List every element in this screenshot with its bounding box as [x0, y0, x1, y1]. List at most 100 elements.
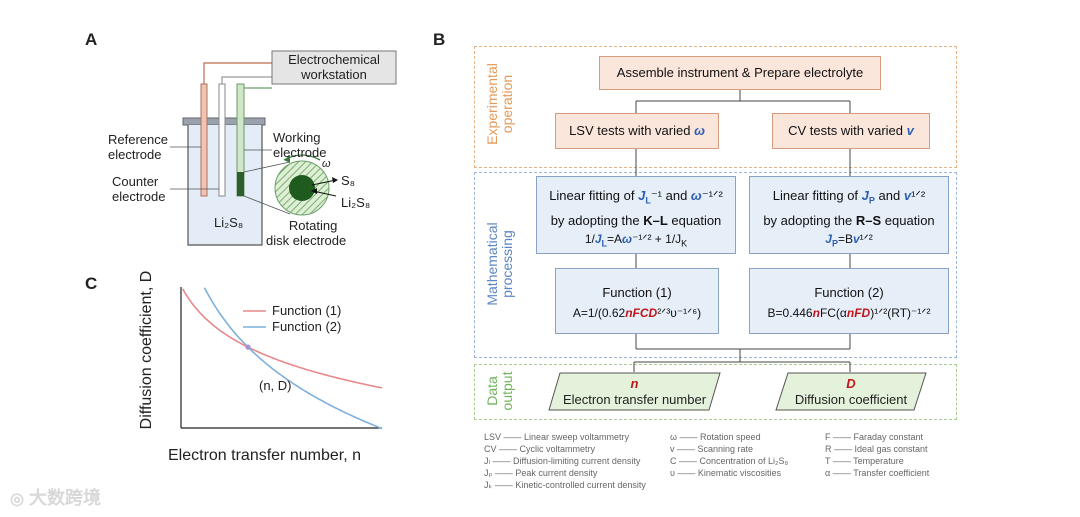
counter-line-1: Counter — [112, 174, 159, 189]
chart-xlabel: Electron transfer number, n — [168, 447, 361, 464]
function-1-formula: A=1/(0.62nFCD²ᐟ³υ⁻¹ᐟ⁶) — [556, 303, 718, 324]
fit-left-formula: 1/JL=Aω⁻¹ᐟ² + 1/JK — [537, 230, 735, 253]
fit-right-line-2: by adopting the R–S equation — [750, 211, 948, 230]
intersection-label: (n, D) — [259, 378, 292, 393]
cv-var: v — [906, 123, 914, 138]
lsv-box: LSV tests with varied ω — [555, 113, 719, 149]
legend-item: α —— Transfer coefficient — [825, 468, 930, 478]
panel-a-letter: A — [85, 30, 98, 49]
working-line-1: Working — [273, 130, 321, 145]
legend-item: F —— Faraday constant — [825, 432, 924, 442]
cv-text: CV tests with varied — [788, 123, 907, 138]
fl-fa: 1/ — [584, 231, 595, 246]
fl-l1b: ⁻¹ and — [650, 188, 691, 203]
panel-c-letter: C — [85, 274, 98, 293]
fl-fk: K — [681, 237, 688, 248]
workstation-line-1: Electrochemical — [288, 52, 380, 67]
fit-left-line-2: by adopting the K–L equation — [537, 211, 735, 230]
fl-jl-sub: L — [645, 195, 651, 206]
f2-n: n — [812, 306, 820, 320]
legend-column-1: LSV —— Linear sweep voltammetry CV —— Cy… — [484, 431, 646, 491]
omega-label: ω — [322, 158, 331, 170]
fl-l2a: by adopting the — [550, 212, 644, 228]
fl-fjl-sub: L — [601, 237, 608, 248]
lsv-text: LSV tests with varied — [569, 123, 695, 138]
fr-fb: =B — [837, 231, 853, 246]
lsv-var: ω — [694, 123, 705, 138]
series-function-1-line — [181, 288, 383, 389]
fl-l1a: Linear fitting of — [549, 188, 639, 203]
fr-l2b: equation — [881, 212, 935, 228]
legend-item: Jₚ —— Peak current density — [484, 468, 598, 478]
rotating-line-1: Rotating — [288, 218, 338, 233]
fr-l1a: Linear fitting of — [772, 188, 862, 203]
fr-jp-sub: P — [868, 195, 875, 206]
function-2-box: Function (2) B=0.446nFC(αnFD)¹ᐟ²(RT)⁻¹ᐟ² — [749, 268, 949, 334]
fit-right-box: Linear fitting of JP and v¹ᐟ² by adoptin… — [749, 176, 949, 254]
output-right-shape — [775, 372, 927, 411]
fr-v: v — [903, 188, 912, 203]
fr-fjp: J — [825, 231, 832, 246]
function-1-title: Function (1) — [602, 285, 672, 300]
f2-b: FC(α — [819, 306, 847, 320]
section-experimental-frame — [474, 46, 957, 168]
fl-fw: ω — [622, 231, 633, 246]
output-left-shape — [548, 372, 721, 411]
workstation-line-2: workstation — [301, 67, 367, 82]
fr-l1c: ¹ᐟ² — [911, 188, 926, 203]
fr-l2a: by adopting the — [763, 212, 856, 228]
f1-nfcd: nFCD — [625, 306, 658, 320]
legend-function-1: Function (1) — [272, 303, 342, 318]
section-mathematical-frame — [474, 172, 957, 358]
function-2-title: Function (2) — [814, 285, 884, 300]
panel-a-diagram — [170, 50, 397, 246]
fr-fv: v — [852, 231, 860, 246]
legend-item: v —— Scanning rate — [670, 444, 754, 454]
rotating-disk-label: Rotating disk electrode — [266, 218, 346, 248]
legend-item: Jₗ —— Diffusion-limiting current density — [484, 456, 641, 466]
reference-line-1: Reference — [108, 132, 168, 147]
watermark-logo-icon: ◎ — [10, 491, 24, 508]
legend-item: ω —— Rotation speed — [670, 432, 761, 442]
legend-item: Jₖ —— Kinetic-controlled current density — [484, 480, 646, 490]
legend-function-2: Function (2) — [272, 319, 342, 334]
series-function-2-line — [203, 287, 383, 430]
li2s8-label: Li₂S₈ — [341, 195, 371, 210]
function-1-box: Function (1) A=1/(0.62nFCD²ᐟ³υ⁻¹ᐟ⁶) — [555, 268, 719, 334]
legend-item: υ —— Kinematic viscosities — [670, 468, 781, 478]
panel-c-chart — [180, 287, 383, 430]
output-right-var: D — [846, 376, 856, 391]
fl-w: ω — [690, 188, 702, 203]
fl-fc: ⁻¹ᐟ² + 1/J — [632, 231, 682, 246]
fl-l1c: ⁻¹ᐟ² — [701, 188, 723, 203]
fit-right-line-1: Linear fitting of JP and v¹ᐟ² — [750, 186, 948, 211]
working-electrode-label: Working electrode — [273, 130, 326, 160]
panel-b-letter: B — [433, 30, 446, 49]
section-data-frame — [474, 364, 957, 420]
f2-nfd: nFD — [846, 306, 871, 320]
watermark: ◎ 大数跨境 — [10, 484, 101, 510]
rotating-line-2: disk electrode — [266, 233, 347, 248]
counter-electrode-label: Counter electrode — [112, 174, 165, 204]
output-left-label: Electron transfer number — [562, 392, 707, 407]
counter-line-2: electrode — [112, 189, 166, 204]
fit-left-box: Linear fitting of JL⁻¹ and ω⁻¹ᐟ² by adop… — [536, 176, 736, 254]
legend-column-3: F —— Faraday constant R —— Ideal gas con… — [825, 431, 929, 479]
output-left-text: n Electron transfer number — [549, 376, 720, 408]
assemble-box: Assemble instrument & Prepare electrolyt… — [599, 56, 881, 90]
output-left-var: n — [630, 376, 639, 391]
f1-b: ²ᐟ³υ⁻¹ᐟ⁶) — [657, 306, 702, 320]
legend-item: CV —— Cyclic voltammetry — [484, 444, 596, 454]
cell-electrolyte-label: Li₂S₈ — [214, 215, 244, 230]
fl-jl: J — [638, 188, 646, 203]
reference-line-2: electrode — [108, 147, 162, 162]
intersection-point — [245, 344, 251, 350]
legend-item: C —— Concentration of Li₂S₈ — [670, 456, 789, 466]
working-line-2: electrode — [273, 145, 327, 160]
workstation-label: Electrochemical workstation — [272, 52, 396, 82]
fr-jp: J — [861, 188, 869, 203]
legend-item: T —— Temperature — [825, 456, 904, 466]
legend-column-2: ω —— Rotation speed v —— Scanning rate C… — [670, 431, 788, 479]
fit-right-formula: JP=Bv¹ᐟ² — [750, 230, 948, 253]
